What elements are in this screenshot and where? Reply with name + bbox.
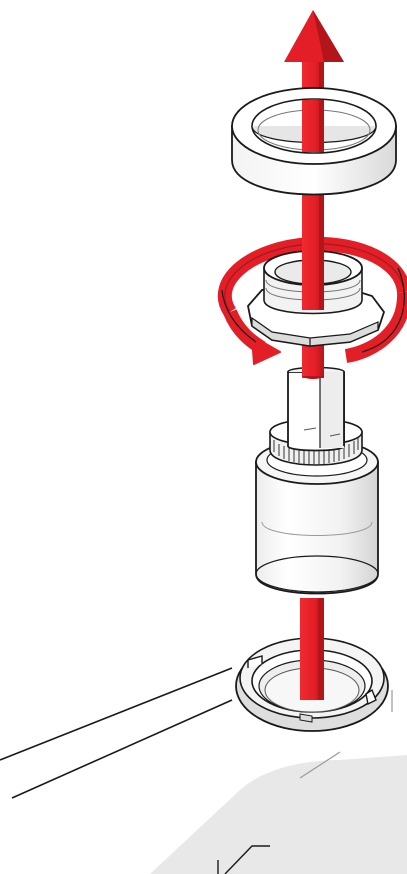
cartridge	[256, 368, 378, 594]
lower-arrow-shaft	[300, 598, 324, 700]
